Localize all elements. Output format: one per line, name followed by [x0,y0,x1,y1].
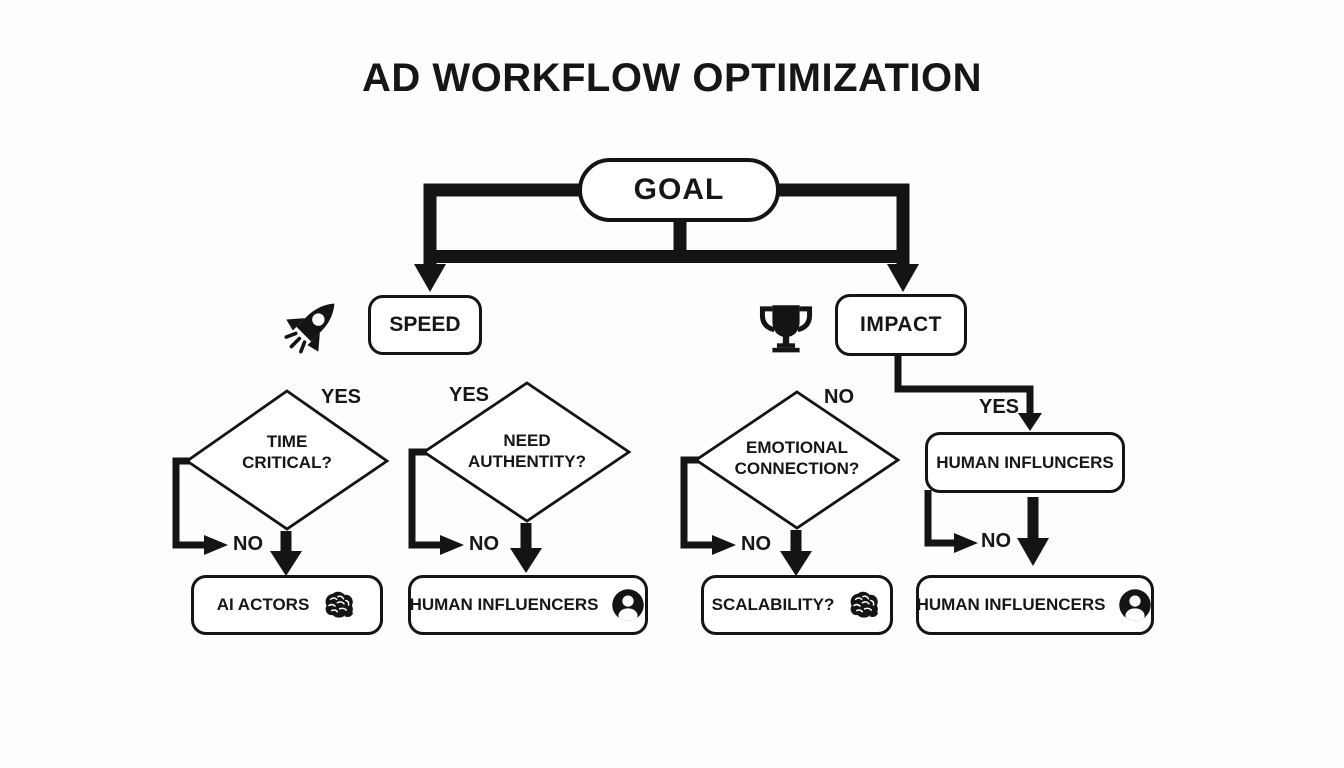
node-goal: GOAL [578,158,780,222]
node-ai-actors: AI ACTORS [191,575,383,635]
arrowhead-to-human-influncers [1018,413,1042,431]
decision-time-critical-label: TIME CRITICAL? [197,431,377,474]
person-icon [1117,587,1153,623]
no-loop-connectors [172,448,956,549]
arrowhead-to-speed [414,264,446,292]
impact-yes-connector [894,356,1034,416]
diamond-emotional-connection [693,390,901,530]
goal-label: GOAL [633,173,725,206]
node-human-influencers-impact: HUMAN INFLUENCERS [916,575,1154,635]
label-no-emotional-connection-side: NO [741,533,771,555]
decision-line: EMOTIONAL [746,438,848,457]
speed-label: SPEED [389,313,461,336]
diamond-time-critical [184,389,390,531]
arrowhead-to-human-influencers-impact [1017,538,1049,566]
arrowhead-no-1 [204,535,228,555]
arrowhead-to-human-influencers-speed [510,548,542,573]
person-icon [610,587,646,623]
goal-connector [423,183,910,266]
human-influncers-label: HUMAN INFLUNCERS [936,452,1114,472]
outcome-connectors [280,497,1039,554]
label-yes-time-critical: YES [321,386,362,408]
label-no-need-authentity: NO [469,533,499,555]
node-human-influncers: HUMAN INFLUNCERS [925,432,1125,493]
label-no-emotional-connection-top: NO [824,386,854,408]
decision-line: CRITICAL? [242,453,332,473]
arrowhead-no-4 [954,533,978,553]
decision-line: NEED [503,431,551,450]
node-scalability: SCALABILITY? [701,575,893,635]
page-title: AD WORKFLOW OPTIMIZATION [361,56,983,100]
node-speed: SPEED [368,295,482,355]
human-influencers-label: HUMAN INFLUENCERS [916,595,1106,614]
label-no-human-influncers: NO [981,530,1011,552]
decision-line: AUTHENTITY? [467,452,587,472]
label-yes-need-authentity: YES [449,384,490,406]
brain-icon [846,587,882,623]
decision-line: CONNECTION? [734,459,860,479]
arrowhead-to-impact [887,264,919,292]
arrowhead-to-ai-actors [270,551,302,576]
decision-line: TIME [266,432,308,451]
ai-actors-label: AI ACTORS [216,595,310,614]
label-yes-impact: YES [979,396,1020,418]
node-human-influencers-speed: HUMAN INFLUENCERS [408,575,648,635]
arrowhead-to-scalability [780,551,812,576]
node-impact: IMPACT [835,294,967,356]
decision-emotional-connection-label: EMOTIONAL CONNECTION? [687,437,907,480]
trophy-icon [757,298,815,356]
impact-label: IMPACT [860,313,942,336]
arrowhead-no-3 [712,535,736,555]
diamond-need-authentity [421,381,632,523]
decision-need-authentity-label: NEED AUTHENTITY? [427,430,627,473]
brain-icon [321,587,357,623]
rocket-icon [281,293,347,359]
human-influencers-label: HUMAN INFLUENCERS [409,595,599,614]
scalability-label: SCALABILITY? [711,595,835,614]
arrowhead-no-2 [440,535,464,555]
label-no-time-critical: NO [233,533,263,555]
